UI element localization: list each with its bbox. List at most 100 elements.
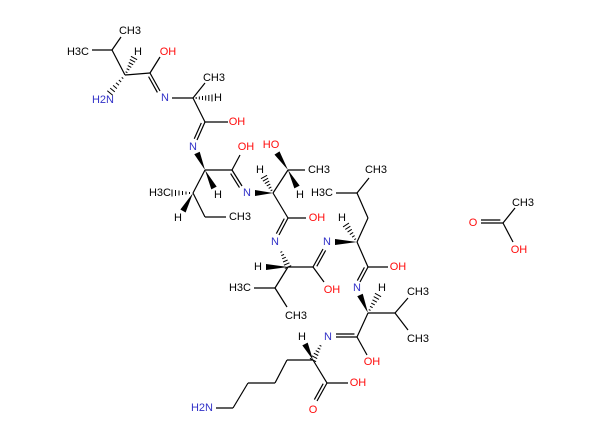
single-bond [356,217,369,243]
double-bond [312,248,327,268]
atom-label-c: H3C [67,46,89,58]
atom-label-n: N [323,236,331,248]
atom-label-c: CH3 [203,72,225,84]
hashed-bond [171,189,190,197]
atom-label-c: CH3 [407,333,429,345]
hashed-bond [106,76,124,96]
atom-label-h: H [338,212,346,224]
atom-label-o: OH [309,212,326,224]
single-bond [312,359,328,384]
atom-label-n: N [353,282,361,294]
wedge-bond [288,170,300,189]
double-bond [275,217,289,236]
wedge-bond [180,193,193,213]
single-bond [272,192,289,219]
atom-label-h: H [134,46,142,58]
atom-label-o: OH [229,116,246,128]
single-bond [356,177,370,194]
double-bond [148,72,161,93]
double-bond [193,121,206,141]
double-bond [481,219,503,224]
atom-label-o: O [309,404,318,416]
atom-label-o: OH [350,377,367,389]
single-bond [356,241,369,268]
atom-label-h: H [256,164,264,176]
single-bond [124,72,151,76]
atom-label-h: H [298,331,306,343]
single-bond [312,266,325,283]
single-bond [231,154,241,171]
hashed-bond [125,55,138,74]
single-bond [111,36,122,51]
atom-label-c: CH3 [512,197,534,209]
single-bond [502,207,516,224]
single-bond [356,312,369,338]
atom-label-o: OH [160,46,177,58]
atom-label-h: H [254,261,262,273]
double-bond [313,382,328,402]
hashed-bond [309,344,322,363]
atom-label-h: H [214,189,222,201]
single-bond [232,382,249,409]
wedge-bond [194,151,205,170]
atom-label-c: H3C [229,282,251,294]
atom-label-c: H3C [149,187,171,199]
single-bond [394,312,409,331]
atom-label-c: CH3 [407,286,429,298]
hashed-bond [280,251,292,269]
single-bond [356,192,369,219]
atom-label-o: OH [324,284,341,296]
atom-label-h: H [378,282,386,294]
single-bond [192,82,206,99]
atom-label-n: N [243,187,251,199]
single-bond [394,297,409,314]
hashed-bond [195,94,213,102]
atom-label-n: N [271,236,279,248]
bonds [92,36,516,409]
wedge-bond [357,293,368,313]
atom-label-o: O [469,217,478,229]
atom-label-c: CH3 [119,25,141,37]
wedge-bond [302,342,313,360]
atom-label-h: H [174,212,182,224]
wedge-bond [274,151,288,170]
atom-label-n: N [189,141,197,153]
atom-label-n: N [324,331,332,343]
wedge-bond [255,190,273,196]
hashed-bond [342,222,357,241]
atom-label-c: CH3 [365,164,387,176]
atom-label-o: OH [364,356,381,368]
single-bond [272,169,289,194]
atom-label-c: CH3 [285,310,307,322]
wedge-bond [205,170,217,190]
atom-label-o: HO [263,139,280,151]
single-bond [111,49,126,76]
single-bond [149,56,161,74]
single-bond [274,266,289,289]
single-bond [356,336,368,356]
double-bond [356,266,369,283]
atom-label-n: H2N [92,94,114,106]
single-bond [274,287,288,308]
atom-label-h: H [296,189,304,201]
atom-label-n: H2N [191,402,213,414]
single-bond [274,359,288,384]
atom-label-c: H3C [311,187,333,199]
hashed-bond [260,174,273,192]
atom-label-h: H [214,92,222,104]
single-bond [192,192,206,218]
atom-label-o: OH [390,261,407,273]
atom-label-c: CH3 [229,211,251,223]
atom-label-o: OH [511,244,528,256]
double-bond [230,169,243,188]
hashed-bond [368,292,382,311]
wedge-bond [335,239,357,245]
double-bond [336,333,357,338]
single-bond [192,169,206,194]
wedge-bond [266,264,288,270]
atom-label-n: N [161,92,169,104]
single-bond [502,222,514,243]
single-bond [192,97,206,123]
